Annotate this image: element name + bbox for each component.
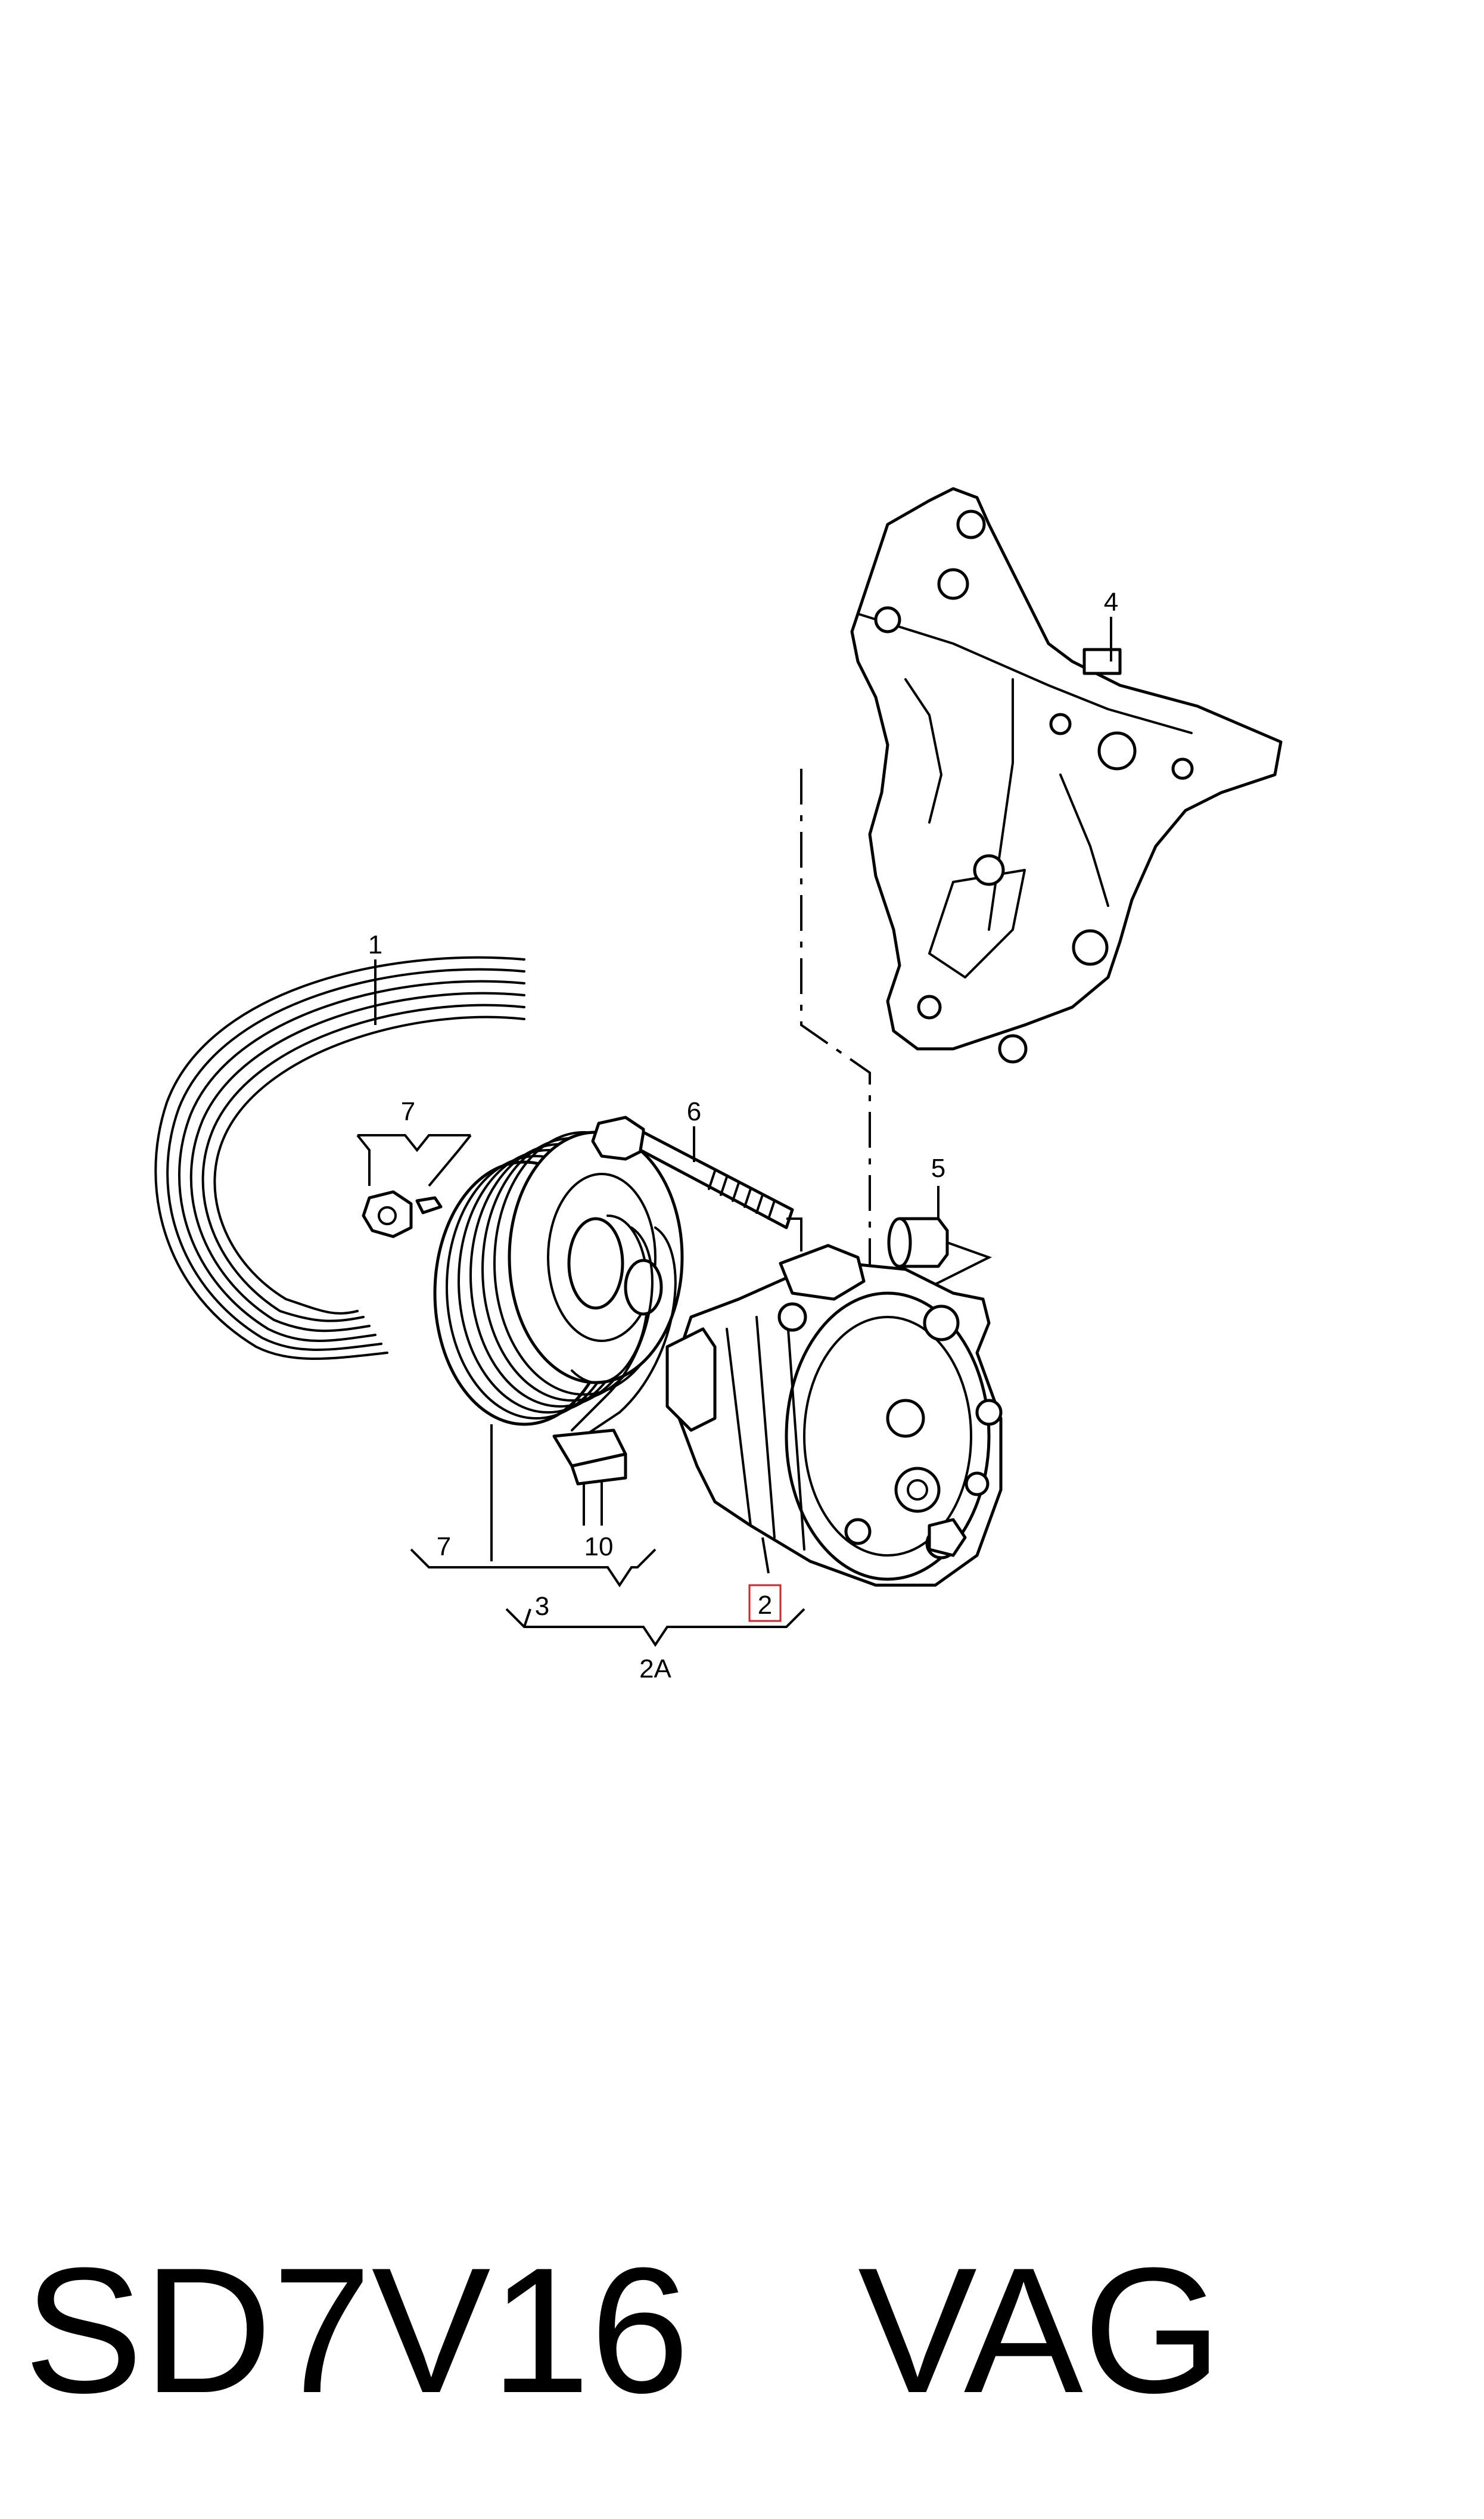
- callout-1: 1: [368, 930, 382, 959]
- callout-10: 10: [584, 1532, 614, 1561]
- highlight-box-2: [748, 1584, 782, 1622]
- ac-compressor: [665, 1244, 1003, 1587]
- brace-group-2a-lower: [523, 1608, 531, 1627]
- callout-4: 4: [1104, 588, 1118, 617]
- callout-2a: 2A: [639, 1654, 671, 1684]
- callout-6: 6: [687, 1097, 701, 1126]
- brace-group-3: [410, 1548, 657, 1588]
- ribbed-belt: [154, 956, 525, 1360]
- callout-2[interactable]: 2: [758, 1591, 772, 1620]
- brand-label: VAG: [858, 2230, 1222, 2430]
- clutch-pulley: [433, 1130, 684, 1561]
- callout-7-bottom: 7: [437, 1532, 451, 1561]
- callout-3: 3: [535, 1592, 549, 1621]
- model-label: SD7V16: [24, 2230, 690, 2430]
- mounting-bolt: [591, 1116, 802, 1251]
- callout-7-top: 7: [401, 1097, 415, 1126]
- alignment-line: [800, 769, 871, 1299]
- callout-5: 5: [931, 1154, 945, 1183]
- clutch-coil: [552, 1226, 677, 1526]
- nut-and-key: [356, 1134, 472, 1238]
- mounting-bracket: [850, 487, 1283, 1064]
